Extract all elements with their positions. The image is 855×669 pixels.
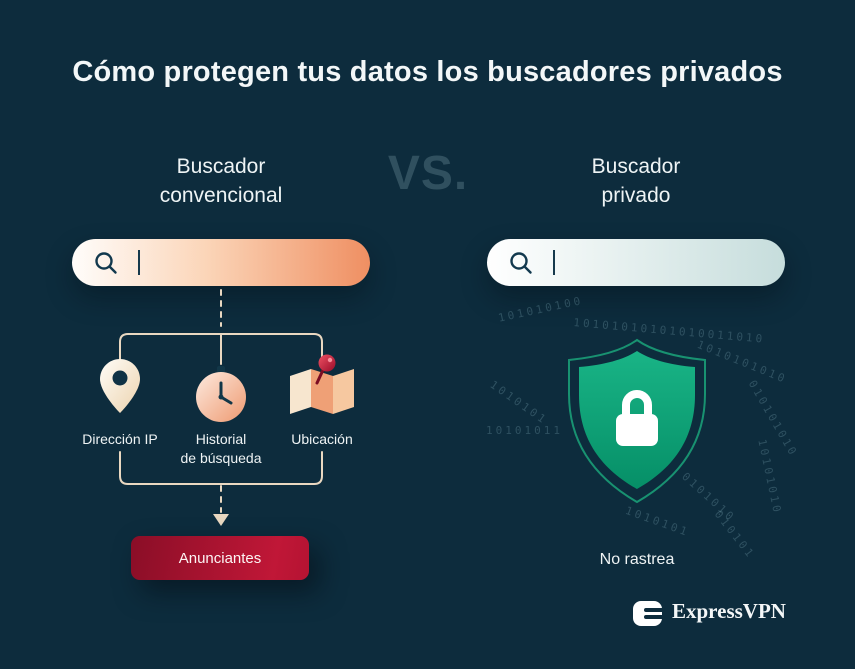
clock-icon xyxy=(196,366,246,422)
page-title: Cómo protegen tus datos los buscadores p… xyxy=(72,56,783,88)
bracket-bottom xyxy=(119,451,323,485)
left-heading-line2: convencional xyxy=(159,184,283,207)
vs-label: VS. xyxy=(387,147,469,200)
label-search-history: Historial de búsqueda xyxy=(151,430,291,468)
left-heading-line1: Buscador xyxy=(176,155,266,178)
binary-digits: 010101010 xyxy=(745,378,801,460)
label-search-history-line2: de búsqueda xyxy=(180,450,262,466)
text-cursor xyxy=(138,250,140,275)
binary-digits: 101010100 xyxy=(497,293,585,325)
right-heading-line2: privado xyxy=(601,184,671,207)
arrow-down-icon xyxy=(213,514,229,526)
expressvpn-logo-icon xyxy=(633,601,665,626)
shield-lock-icon xyxy=(568,338,706,504)
label-search-history-line1: Historial xyxy=(195,431,247,447)
lock-shackle xyxy=(622,390,652,415)
search-icon xyxy=(95,252,117,274)
expressvpn-wordmark: ExpressVPN xyxy=(672,599,786,623)
right-heading-line1: Buscador xyxy=(591,155,681,178)
shield-outline xyxy=(568,338,706,504)
location-pin-icon xyxy=(100,359,140,413)
right-column-heading: Buscador privado xyxy=(526,152,746,210)
lock-body xyxy=(616,414,658,446)
map-pushpin-icon xyxy=(290,354,354,414)
privacy-shield xyxy=(553,336,721,517)
label-location: Ubicación xyxy=(291,431,353,447)
binary-digits: 10101011 xyxy=(486,424,563,437)
flow-lines xyxy=(119,289,323,526)
conventional-search-bar xyxy=(72,239,370,286)
binary-digits: 10101010 xyxy=(755,438,785,517)
binary-digits: 1010101 xyxy=(487,378,551,428)
label-ip-address: Dirección IP xyxy=(82,431,158,447)
left-column-heading: Buscador convencional xyxy=(111,152,331,210)
private-search-bar xyxy=(487,239,785,286)
search-icon xyxy=(510,252,532,274)
text-cursor xyxy=(553,250,555,275)
no-track-label: No rastrea xyxy=(599,551,675,568)
advertisers-badge: Anunciantes xyxy=(131,536,309,580)
